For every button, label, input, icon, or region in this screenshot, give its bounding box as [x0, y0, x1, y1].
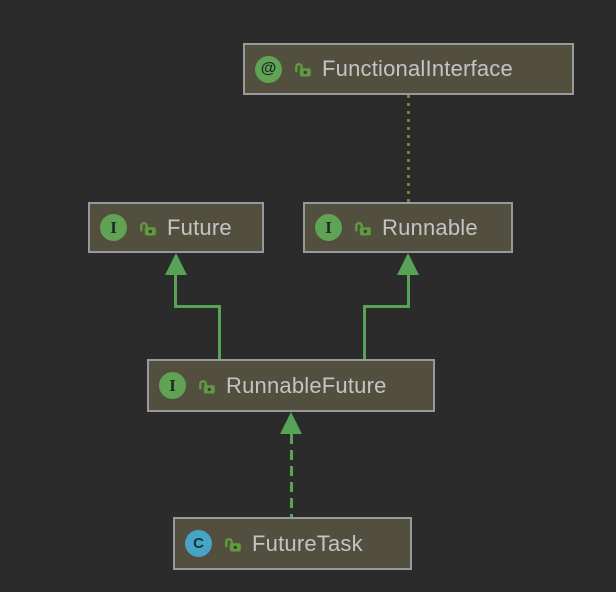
node-functionalinterface[interactable]: @ FunctionalInterface: [243, 43, 574, 95]
edge-runnablefuture-to-future-segment-lower: [218, 305, 221, 359]
implements-arrowhead-runnablefuture-icon: [280, 412, 302, 434]
class-icon: C: [185, 530, 212, 557]
edge-runnablefuture-to-future-segment-upper: [174, 275, 177, 307]
node-label: RunnableFuture: [226, 372, 387, 398]
interface-icon: I: [100, 214, 127, 241]
interface-icon: I: [159, 372, 186, 399]
extends-arrowhead-runnable-icon: [397, 253, 419, 275]
node-label: FunctionalInterface: [322, 56, 513, 81]
extends-arrowhead-future-icon: [165, 253, 187, 275]
annotation-icon: @: [255, 55, 282, 83]
unlocked-icon: [140, 221, 156, 235]
edge-runnablefuture-to-runnable-segment-lower: [363, 305, 366, 359]
edge-runnablefuture-to-runnable-segment-upper: [407, 275, 410, 307]
edge-runnablefuture-to-runnable-segment-horizontal: [363, 305, 410, 308]
edge-runnable-to-functionalinterface-dotted: [407, 95, 410, 202]
unlocked-icon: [199, 379, 215, 393]
unlocked-icon: [225, 537, 241, 551]
node-runnablefuture[interactable]: I RunnableFuture: [147, 359, 435, 412]
node-future[interactable]: I Future: [88, 202, 264, 253]
interface-icon: I: [315, 214, 342, 241]
edge-futuretask-to-runnablefuture-dashed: [290, 434, 293, 517]
node-label: Runnable: [382, 214, 478, 240]
node-futuretask[interactable]: C FutureTask: [173, 517, 412, 570]
unlocked-icon: [295, 63, 311, 77]
node-runnable[interactable]: I Runnable: [303, 202, 513, 253]
unlocked-icon: [355, 221, 371, 235]
node-label: Future: [167, 214, 232, 240]
node-label: FutureTask: [252, 530, 363, 556]
edge-runnablefuture-to-future-segment-horizontal: [174, 305, 221, 308]
